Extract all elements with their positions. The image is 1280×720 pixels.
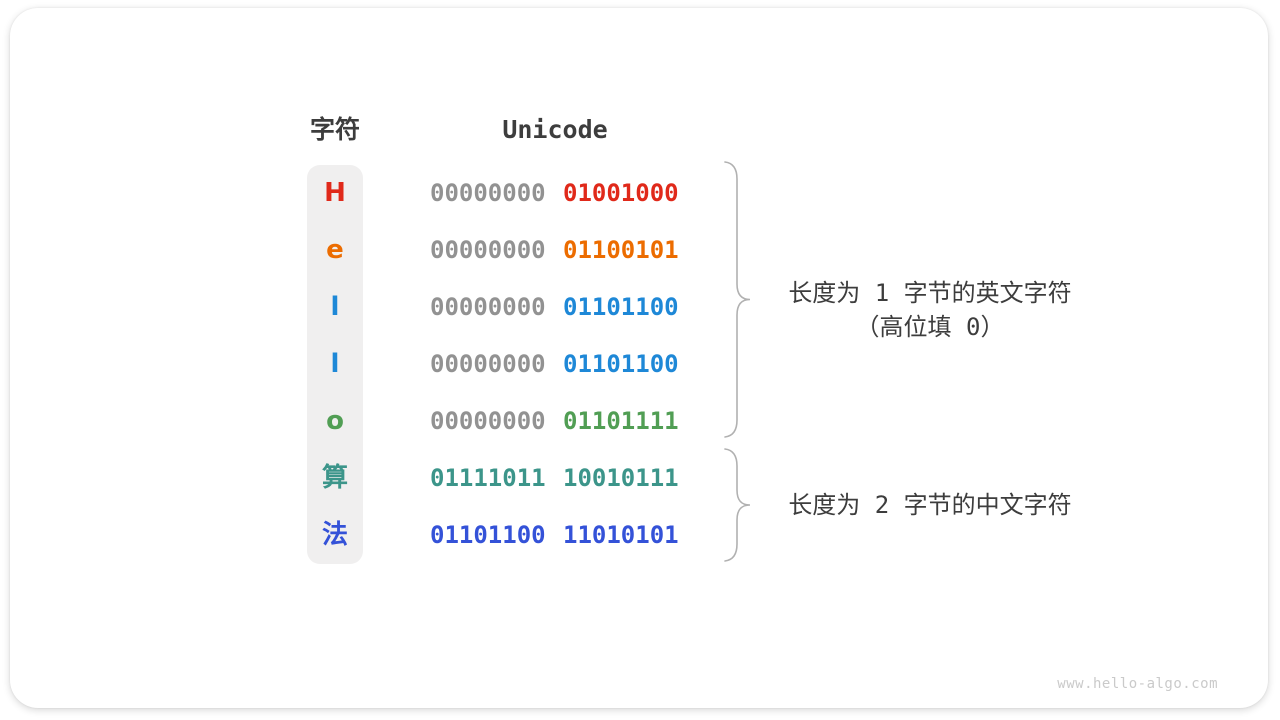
figure-card (10, 8, 1268, 708)
unicode-low-byte: 01101100 (563, 350, 679, 378)
annotation-english-line1: 长度为 1 字节的英文字符 (788, 279, 1072, 307)
unicode-low-byte: 01100101 (563, 236, 679, 264)
brace-english-group (724, 161, 751, 438)
table-row: l 00000000 01101100 (307, 279, 757, 336)
column-header-unicode: Unicode (502, 115, 608, 144)
table-row: e 00000000 01100101 (307, 222, 757, 279)
column-header-char: 字符 (309, 115, 360, 144)
character-cell: l (330, 349, 340, 379)
table-row: o 00000000 01101111 (307, 393, 757, 450)
table-row: l 00000000 01101100 (307, 336, 757, 393)
unicode-high-byte: 01111011 (430, 464, 546, 492)
unicode-high-byte: 01101100 (430, 521, 546, 549)
watermark: www.hello-algo.com (1057, 676, 1218, 692)
character-cell: l (330, 292, 340, 322)
annotation-english-chars: 长度为 1 字节的英文字符 （高位填 0） (755, 276, 1105, 344)
unicode-low-byte: 01001000 (563, 179, 679, 207)
annotation-chinese-chars: 长度为 2 字节的中文字符 (788, 491, 1072, 519)
table-row: 算 01111011 10010111 (307, 450, 757, 507)
unicode-high-byte: 00000000 (430, 407, 546, 435)
unicode-low-byte: 01101100 (563, 293, 679, 321)
character-cell: H (324, 178, 346, 208)
unicode-low-byte: 10010111 (563, 464, 679, 492)
table-row: 法 01101100 11010101 (307, 507, 757, 564)
character-cell: o (326, 406, 344, 436)
character-cell: 算 (321, 463, 348, 493)
character-cell: e (326, 235, 344, 265)
unicode-low-byte: 01101111 (563, 407, 679, 435)
brace-chinese-group (724, 448, 751, 562)
unicode-high-byte: 00000000 (430, 236, 546, 264)
table-row: H 00000000 01001000 (307, 165, 757, 222)
unicode-high-byte: 00000000 (430, 179, 546, 207)
character-cell: 法 (321, 520, 348, 550)
character-column-background (307, 165, 363, 564)
unicode-high-byte: 00000000 (430, 350, 546, 378)
annotation-english-line2: （高位填 0） (855, 313, 1005, 341)
unicode-low-byte: 11010101 (563, 521, 679, 549)
unicode-high-byte: 00000000 (430, 293, 546, 321)
encoding-table: H 00000000 01001000 e 00000000 01100101 … (307, 165, 757, 564)
